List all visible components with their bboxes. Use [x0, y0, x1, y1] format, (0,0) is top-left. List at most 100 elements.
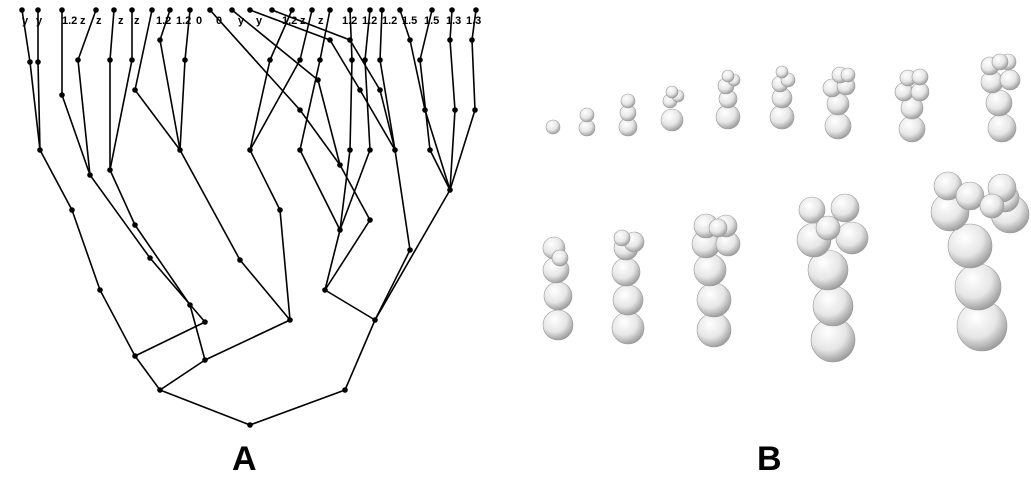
tree-edge — [134, 89, 181, 151]
cell-sphere — [708, 218, 728, 238]
tree-edge — [249, 59, 271, 151]
tree-edge — [349, 9, 353, 61]
tree-node — [322, 287, 328, 293]
cell-cluster — [930, 171, 1030, 352]
tree-leaf-label: z — [118, 15, 124, 27]
cell-sphere — [999, 69, 1021, 91]
tree-edge — [109, 9, 115, 61]
tree-edge — [339, 164, 371, 221]
tree-node — [289, 7, 295, 13]
tree-node — [347, 7, 353, 13]
tree-node — [367, 217, 373, 223]
tree-edge — [344, 319, 376, 391]
cell-sphere — [947, 223, 993, 269]
tree-leaf-label: y — [36, 15, 43, 27]
tree-edge — [299, 109, 341, 166]
cell-sphere — [840, 67, 856, 83]
tree-node — [447, 187, 453, 193]
cell-sphere — [660, 108, 684, 132]
tree-edge — [329, 39, 361, 91]
tree-node — [357, 87, 363, 93]
tree-edge — [324, 219, 371, 291]
tree-edge — [184, 9, 191, 61]
tree-edge — [249, 9, 331, 41]
tree-leaf-label: 1.2 — [342, 15, 357, 27]
cell-sphere — [985, 89, 1013, 117]
tree-node — [377, 57, 383, 63]
tree-node — [427, 147, 433, 153]
tree-node — [447, 37, 453, 43]
tree-node — [177, 147, 183, 153]
tree-node — [337, 227, 343, 233]
cell-sphere — [693, 253, 727, 287]
cell-sphere — [545, 119, 561, 135]
tree-node — [342, 387, 348, 393]
tree-node — [147, 255, 153, 261]
tree-node — [407, 37, 413, 43]
tree-edge — [179, 59, 186, 151]
tree-node — [247, 7, 253, 13]
tree-node — [315, 77, 321, 83]
tree-node — [87, 172, 93, 178]
tree-node — [267, 57, 273, 63]
tree-node — [377, 87, 383, 93]
tree-edge — [134, 224, 191, 306]
tree-node — [129, 7, 135, 13]
tree-edge — [77, 59, 91, 176]
cell-cluster — [660, 85, 685, 132]
tree-leaf-label: 1.3 — [466, 15, 481, 27]
tree-node — [132, 353, 138, 359]
tree-node — [362, 57, 368, 63]
tree-edge — [109, 169, 136, 226]
tree-edge — [339, 149, 351, 231]
tree-node — [187, 302, 193, 308]
tree-node — [452, 107, 458, 113]
tree-edge — [271, 9, 351, 41]
tree-node — [317, 57, 323, 63]
tree-node — [472, 107, 478, 113]
tree-leaf-label: 1.2 — [382, 15, 397, 27]
cell-sphere — [900, 96, 924, 120]
tree-edge — [249, 149, 281, 211]
tree-edge — [394, 149, 411, 251]
tree-edge — [299, 149, 341, 231]
tree-node — [167, 7, 173, 13]
tree-edge — [209, 9, 301, 111]
cell-cluster — [894, 68, 930, 143]
tree-node — [129, 57, 135, 63]
tree-node — [27, 59, 33, 65]
cell-sphere — [911, 68, 929, 86]
cell-sphere — [824, 112, 852, 140]
tree-edge — [231, 9, 319, 81]
cell-sphere — [612, 284, 644, 316]
tree-leaf-label: 1.3 — [446, 15, 461, 27]
tree-edge — [134, 9, 153, 91]
cell-sphere — [579, 107, 595, 123]
cell-sphere — [775, 65, 789, 79]
tree-node — [202, 357, 208, 363]
tree-edge — [449, 9, 453, 41]
tree-node — [337, 162, 343, 168]
tree-edge — [61, 94, 91, 176]
tree-edge — [471, 39, 476, 111]
tree-node — [297, 57, 303, 63]
tree-edge — [179, 149, 241, 261]
panel-label-a: A — [232, 440, 257, 477]
tree-edge — [249, 59, 301, 151]
tree-edge — [324, 289, 376, 321]
tree-edge — [449, 109, 476, 191]
cell-sphere — [696, 282, 732, 318]
tree-edge — [279, 209, 291, 321]
tree-edge — [374, 189, 451, 321]
cell-sphere — [578, 119, 596, 137]
tree-edge — [134, 321, 206, 357]
cell-cluster — [822, 66, 856, 140]
tree-edge — [379, 9, 383, 61]
tree-node — [347, 37, 353, 43]
tree-edge — [364, 9, 371, 61]
tree-edge — [317, 79, 341, 166]
tree-node — [349, 57, 355, 63]
tree-leaf-label: z — [318, 15, 324, 27]
tree-edge — [409, 39, 426, 111]
tree-node — [237, 257, 243, 263]
